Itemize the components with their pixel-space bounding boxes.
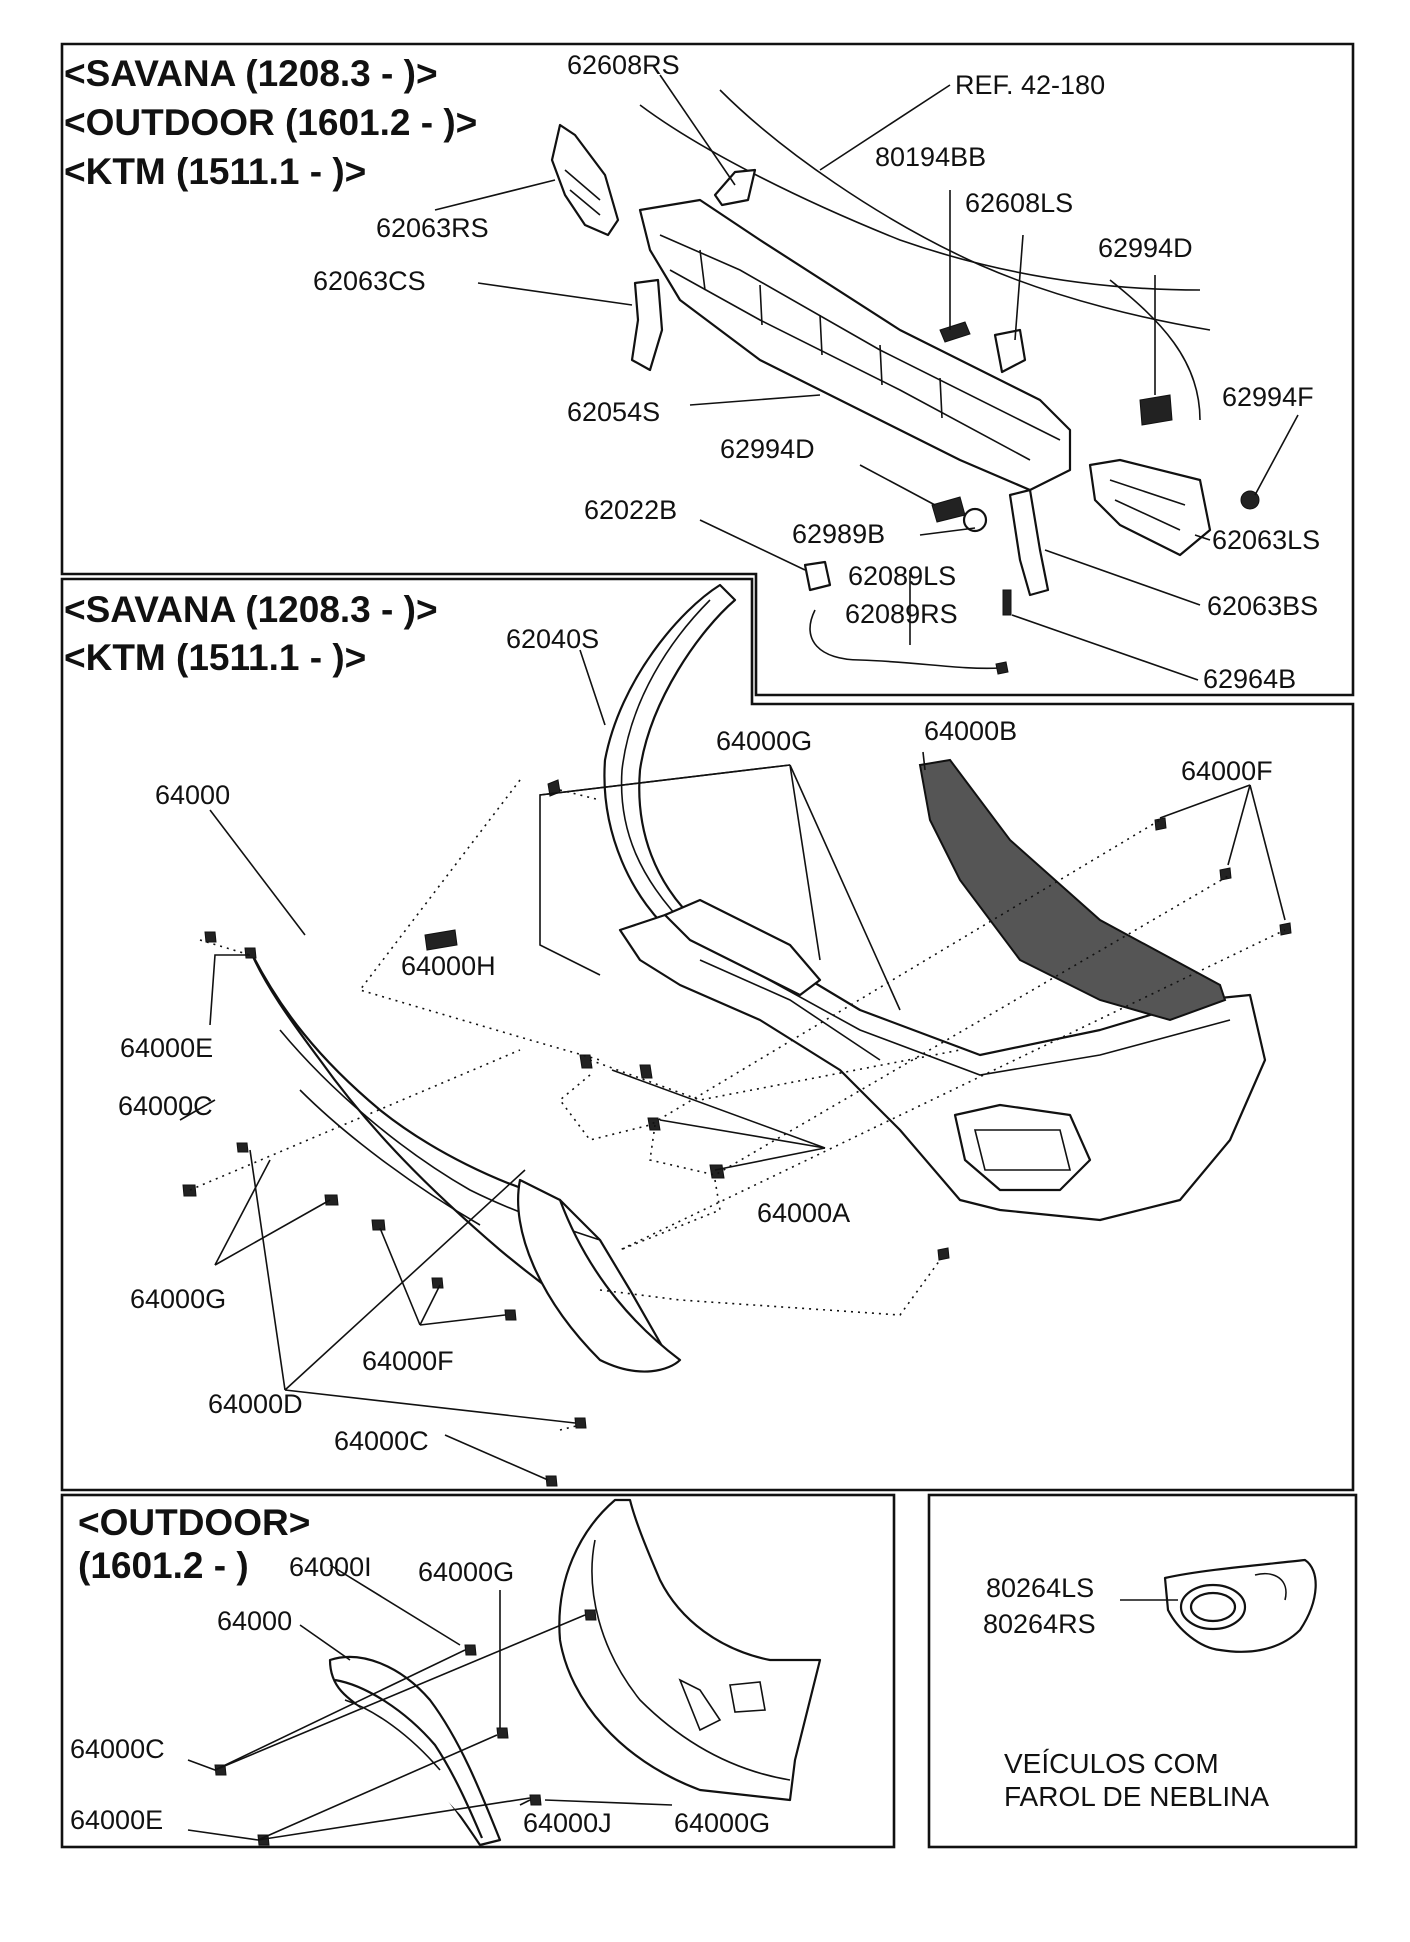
label-64000H: 64000H xyxy=(401,951,496,981)
reinforcement-beam xyxy=(638,198,1072,492)
label-62063CS: 62063CS xyxy=(313,266,426,296)
middle-dotted-lines xyxy=(189,779,1286,1431)
reinforcement-assembly-drawing xyxy=(550,89,1260,675)
nut-62989B xyxy=(962,507,988,533)
middle-section-labels: 62040S 64000G 64000B 64000F 64000 64000H… xyxy=(118,624,1273,1456)
middle-section-header: <SAVANA (1208.3 - )> <KTM (1511.1 - )> xyxy=(64,589,438,678)
label-62089RS: 62089RS xyxy=(845,599,958,629)
label-64000: 64000 xyxy=(217,1606,292,1636)
label-62054S: 62054S xyxy=(567,397,660,427)
label-64000E: 64000E xyxy=(120,1033,213,1063)
frame-middle-section xyxy=(60,577,1355,1492)
label-62994D-upper: 62994D xyxy=(1098,233,1193,263)
outdoor-leader-lines xyxy=(187,1564,673,1841)
label-64000G-left: 64000G xyxy=(130,1284,226,1314)
frame-outdoor-section xyxy=(60,1493,896,1849)
header-line-2: (1601.2 - ) xyxy=(78,1545,249,1586)
fog-section-labels: 80264LS 80264RS VEÍCULOS COM FAROL DE NE… xyxy=(983,1573,1269,1812)
bolt-62994F xyxy=(1240,490,1260,510)
header-line-1: <SAVANA (1208.3 - )> xyxy=(64,53,438,94)
label-62994D-lower: 62994D xyxy=(720,434,815,464)
bolt-80194BB xyxy=(939,321,971,343)
label-64000F-bottom: 64000F xyxy=(362,1346,454,1376)
header-line-2: <KTM (1511.1 - )> xyxy=(64,637,366,678)
bracket-62063BS xyxy=(1008,488,1050,597)
outdoor-section-header: <OUTDOOR> (1601.2 - ) xyxy=(78,1502,310,1586)
label-80264RS: 80264RS xyxy=(983,1609,1096,1639)
label-62964B: 62964B xyxy=(1203,664,1296,694)
bracket-62608RS xyxy=(713,168,757,207)
header-line-1: <SAVANA (1208.3 - )> xyxy=(64,589,438,630)
middle-leader-lines xyxy=(179,649,1286,1481)
outdoor-bumper-cover xyxy=(558,1498,822,1802)
bracket-62063RS xyxy=(550,123,620,237)
label-ref-42-180: REF. 42-180 xyxy=(955,70,1105,100)
bolt-62994D-upper xyxy=(1139,394,1173,426)
outdoor-section-labels: 64000I 64000G 64000 64000C 64000E 64000J… xyxy=(70,1552,770,1838)
label-64000C: 64000C xyxy=(70,1734,165,1764)
bracket-62063LS xyxy=(1088,458,1212,557)
absorber-62040S xyxy=(603,583,737,942)
label-62608RS: 62608RS xyxy=(567,50,680,80)
fog-note-line-2: FAROL DE NEBLINA xyxy=(1004,1781,1269,1812)
label-62608LS: 62608LS xyxy=(965,188,1073,218)
label-64000D: 64000D xyxy=(208,1389,303,1419)
label-64000: 64000 xyxy=(155,780,230,810)
frame-top-section xyxy=(60,42,1355,697)
bolt-62994D-lower xyxy=(931,496,966,523)
label-62040S: 62040S xyxy=(506,624,599,654)
bracket-62608LS xyxy=(993,328,1027,374)
clip-62964B xyxy=(1002,589,1012,616)
front-bumper-exploded-drawing xyxy=(182,583,1292,1487)
top-section-header: <SAVANA (1208.3 - )> <OUTDOOR (1601.2 - … xyxy=(64,53,477,192)
fog-lamp-bezel-drawing xyxy=(1163,1558,1317,1653)
label-62089LS: 62089LS xyxy=(848,561,956,591)
clip-62022B xyxy=(803,560,832,592)
label-62989B: 62989B xyxy=(792,519,885,549)
label-62022B: 62022B xyxy=(584,495,677,525)
top-leader-lines xyxy=(434,74,1299,681)
fog-lamp-housing xyxy=(953,1103,1092,1192)
fastener-64000H xyxy=(424,929,458,951)
upper-grille-bar xyxy=(663,898,822,997)
label-64000A: 64000A xyxy=(757,1198,850,1228)
label-64000C-left: 64000C xyxy=(118,1091,213,1121)
label-64000E: 64000E xyxy=(70,1805,163,1835)
label-64000G-top: 64000G xyxy=(716,726,812,756)
outdoor-bumper-drawing xyxy=(214,1498,822,1847)
bracket-62063CS xyxy=(630,278,664,372)
label-64000B: 64000B xyxy=(924,716,1017,746)
label-64000I: 64000I xyxy=(289,1552,372,1582)
label-62063RS: 62063RS xyxy=(376,213,489,243)
frame-fog-section xyxy=(927,1493,1358,1849)
label-80194BB: 80194BB xyxy=(875,142,986,172)
top-section-labels: 62608RS REF. 42-180 80194BB 62063RS 6260… xyxy=(313,50,1320,694)
label-64000C-bottom: 64000C xyxy=(334,1426,429,1456)
lower-grille-64000B xyxy=(918,758,1227,1022)
header-line-1: <OUTDOOR> xyxy=(78,1502,310,1543)
header-line-3: <KTM (1511.1 - )> xyxy=(64,151,366,192)
label-64000G-top: 64000G xyxy=(418,1557,514,1587)
harness-62089 xyxy=(809,609,1001,670)
label-64000G-bottom: 64000G xyxy=(674,1808,770,1838)
label-62994F: 62994F xyxy=(1222,382,1314,412)
label-64000J: 64000J xyxy=(523,1808,612,1838)
header-line-2: <OUTDOOR (1601.2 - )> xyxy=(64,102,477,143)
fog-note-line-1: VEÍCULOS COM xyxy=(1004,1748,1219,1779)
label-64000F-right: 64000F xyxy=(1181,756,1273,786)
label-80264LS: 80264LS xyxy=(986,1573,1094,1603)
label-62063BS: 62063BS xyxy=(1207,591,1318,621)
label-62063LS: 62063LS xyxy=(1212,525,1320,555)
